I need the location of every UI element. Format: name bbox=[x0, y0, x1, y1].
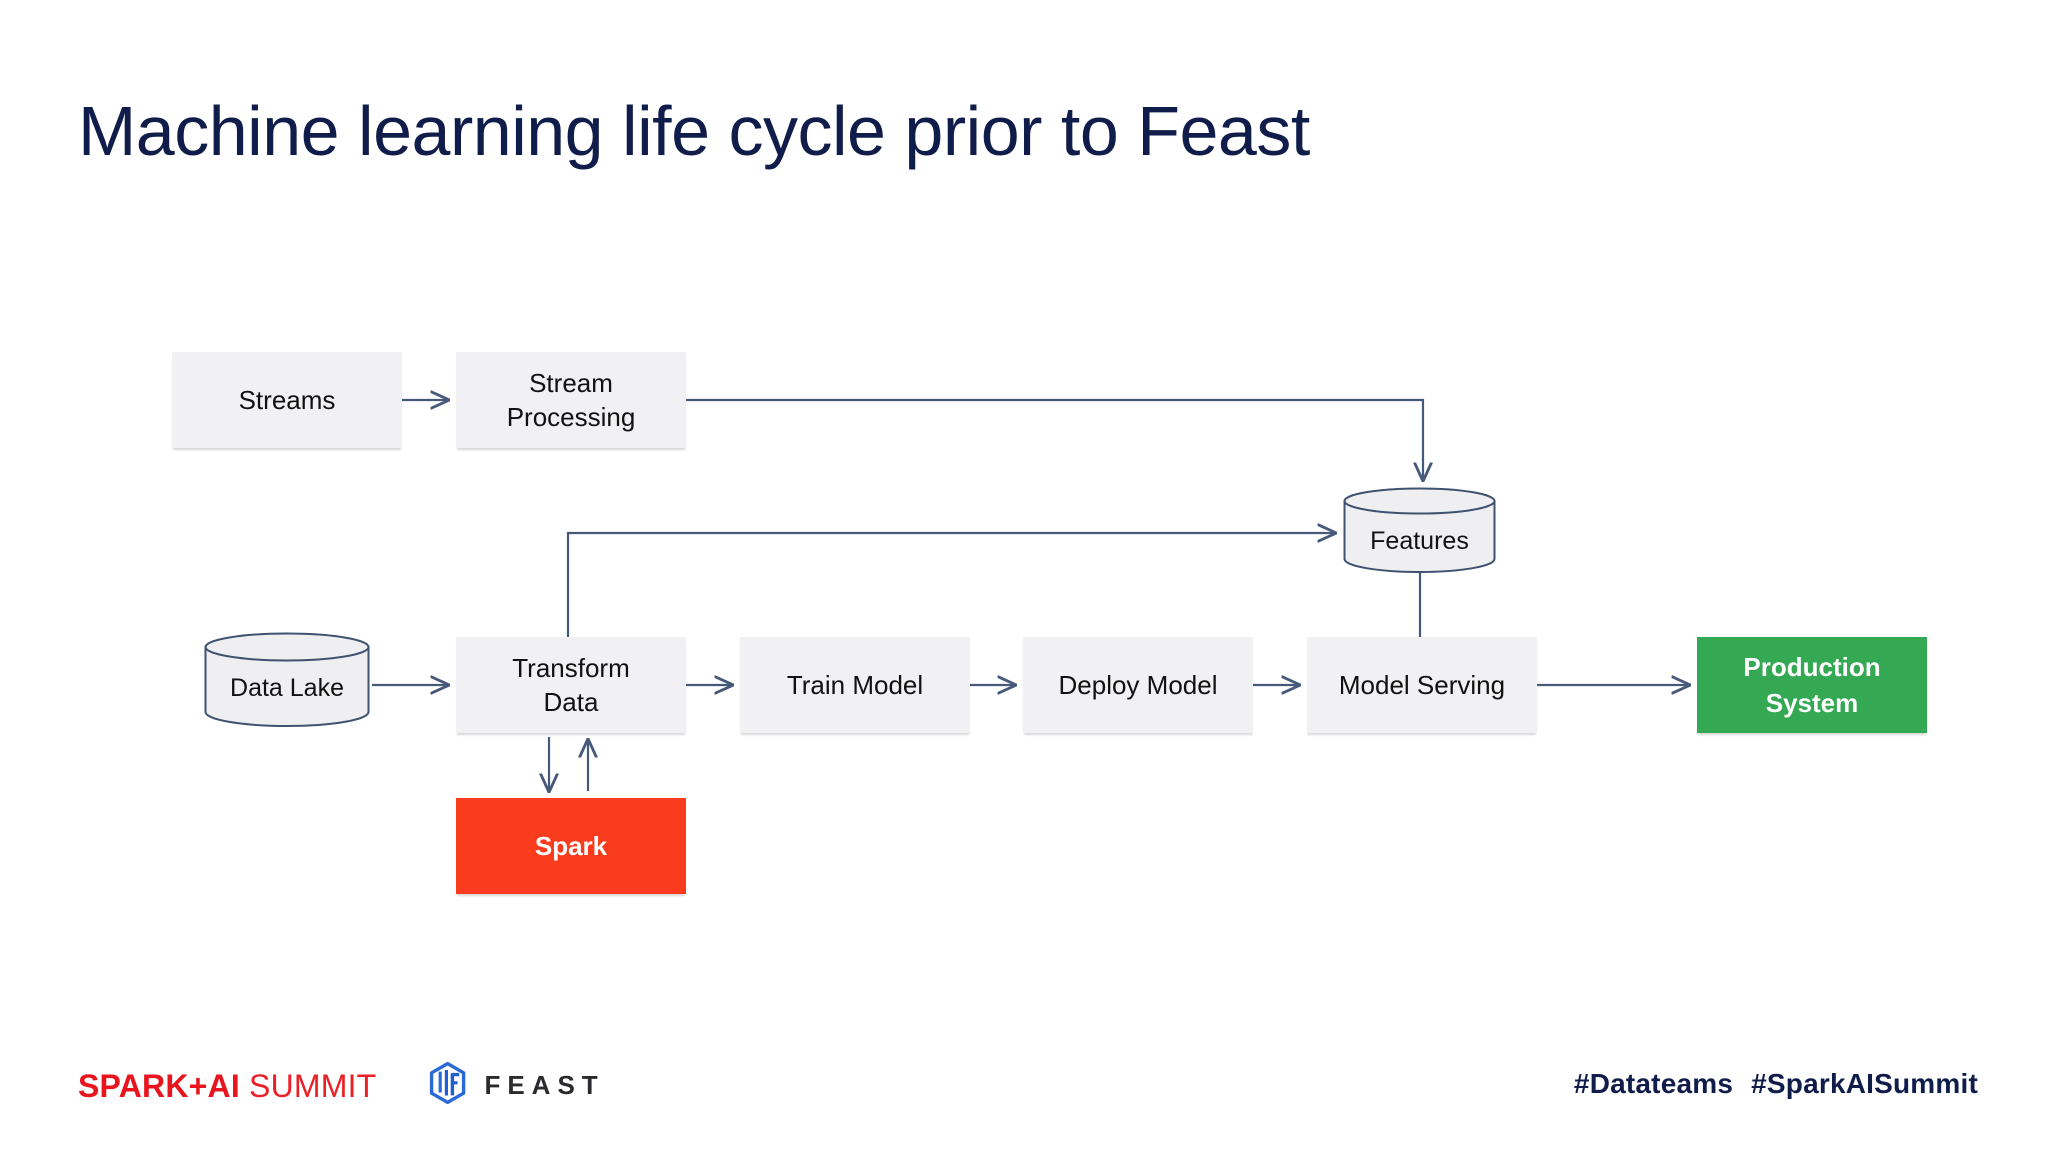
page-title: Machine learning life cycle prior to Fea… bbox=[78, 92, 1310, 170]
hashtag-datateams: #Datateams bbox=[1573, 1068, 1734, 1099]
node-features-label: Features bbox=[1370, 527, 1469, 555]
node-production-system-label: Production System bbox=[1743, 652, 1881, 718]
node-streams-label: Streams bbox=[238, 385, 336, 415]
node-model-serving[interactable]: Model Serving bbox=[1307, 637, 1537, 733]
node-production-system[interactable]: Production System bbox=[1697, 637, 1927, 733]
spark-ai-logo-bold-text: SPARK+AI bbox=[78, 1067, 240, 1104]
spark-ai-summit-logo: SPARK+AI SUMMIT bbox=[78, 1069, 376, 1103]
node-stream-processing[interactable]: Stream Processing bbox=[456, 352, 686, 448]
node-features[interactable]: Features bbox=[1343, 487, 1496, 573]
node-spark-label: Spark bbox=[534, 831, 608, 861]
spark-ai-logo-light-text: SUMMIT bbox=[239, 1067, 377, 1104]
node-spark[interactable]: Spark bbox=[456, 798, 686, 894]
feast-logo: FEAST bbox=[428, 1061, 605, 1109]
feast-logo-text: FEAST bbox=[484, 1070, 605, 1100]
node-data-lake[interactable]: Data Lake bbox=[204, 632, 370, 728]
footer-logos: SPARK+AI SUMMIT FEAST bbox=[78, 1061, 605, 1109]
node-model-serving-label: Model Serving bbox=[1338, 670, 1506, 700]
cylinder-shape-data-lake bbox=[204, 632, 370, 727]
node-transform-data-label: Transform Data bbox=[512, 653, 630, 717]
node-streams[interactable]: Streams bbox=[172, 352, 402, 448]
edge-transform-data-to-features bbox=[566, 533, 1335, 637]
node-deploy-model-label: Deploy Model bbox=[1058, 670, 1218, 700]
node-transform-data[interactable]: Transform Data bbox=[456, 637, 686, 733]
cylinder-shape-features bbox=[1343, 487, 1496, 573]
hashtag-sparkaisummit: #SparkAISummit bbox=[1751, 1068, 1978, 1099]
node-deploy-model[interactable]: Deploy Model bbox=[1023, 637, 1253, 733]
node-data-lake-label: Data Lake bbox=[230, 674, 344, 702]
footer-hashtags: #Datateams #SparkAISummit bbox=[1574, 1068, 1978, 1100]
node-stream-processing-label: Stream Processing bbox=[506, 368, 636, 432]
node-train-model[interactable]: Train Model bbox=[740, 637, 970, 733]
node-train-model-label: Train Model bbox=[786, 670, 924, 700]
feast-hexagon-icon bbox=[428, 1061, 468, 1109]
edge-stream-processing-to-features bbox=[686, 398, 1423, 480]
